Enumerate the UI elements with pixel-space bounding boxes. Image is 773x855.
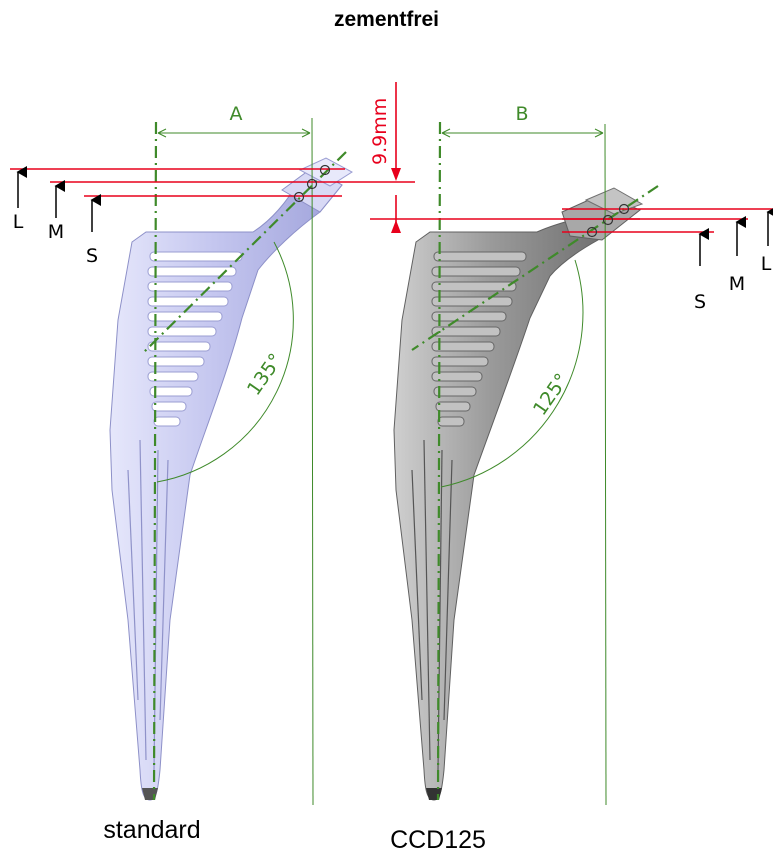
level-label-s-left: S	[86, 245, 98, 267]
caption-standard: standard	[103, 816, 200, 844]
head-centers	[293, 164, 630, 238]
angle-arc-right	[440, 259, 584, 488]
stem-ccd125	[393, 187, 644, 801]
label-b: B	[515, 103, 528, 125]
angle-label-right: 125°	[529, 370, 573, 420]
offset-guides	[156, 117, 607, 806]
label-a: A	[230, 103, 243, 125]
angle-arc-left	[156, 241, 294, 483]
height-difference-label: 9.9mm	[369, 98, 391, 165]
neck-axis-right	[411, 185, 659, 351]
caption-ccd125: CCD125	[390, 826, 486, 854]
angle-label-left: 135°	[243, 350, 287, 400]
stem-axis-right	[436, 121, 442, 801]
level-label-l-right: L	[761, 253, 772, 275]
level-label-m-left: M	[48, 221, 64, 243]
axes	[143, 121, 659, 801]
level-lines	[10, 82, 773, 233]
offset-line-left	[311, 117, 314, 806]
level-label-s-right: S	[694, 291, 706, 313]
stem-standard	[109, 157, 353, 801]
offset-line-right	[604, 123, 607, 806]
diagram-title: zementfrei	[333, 8, 440, 31]
level-label-l-left: L	[13, 211, 24, 233]
level-arrows	[16, 166, 773, 266]
stem-axis-left	[152, 121, 158, 801]
level-label-m-right: M	[729, 273, 745, 295]
